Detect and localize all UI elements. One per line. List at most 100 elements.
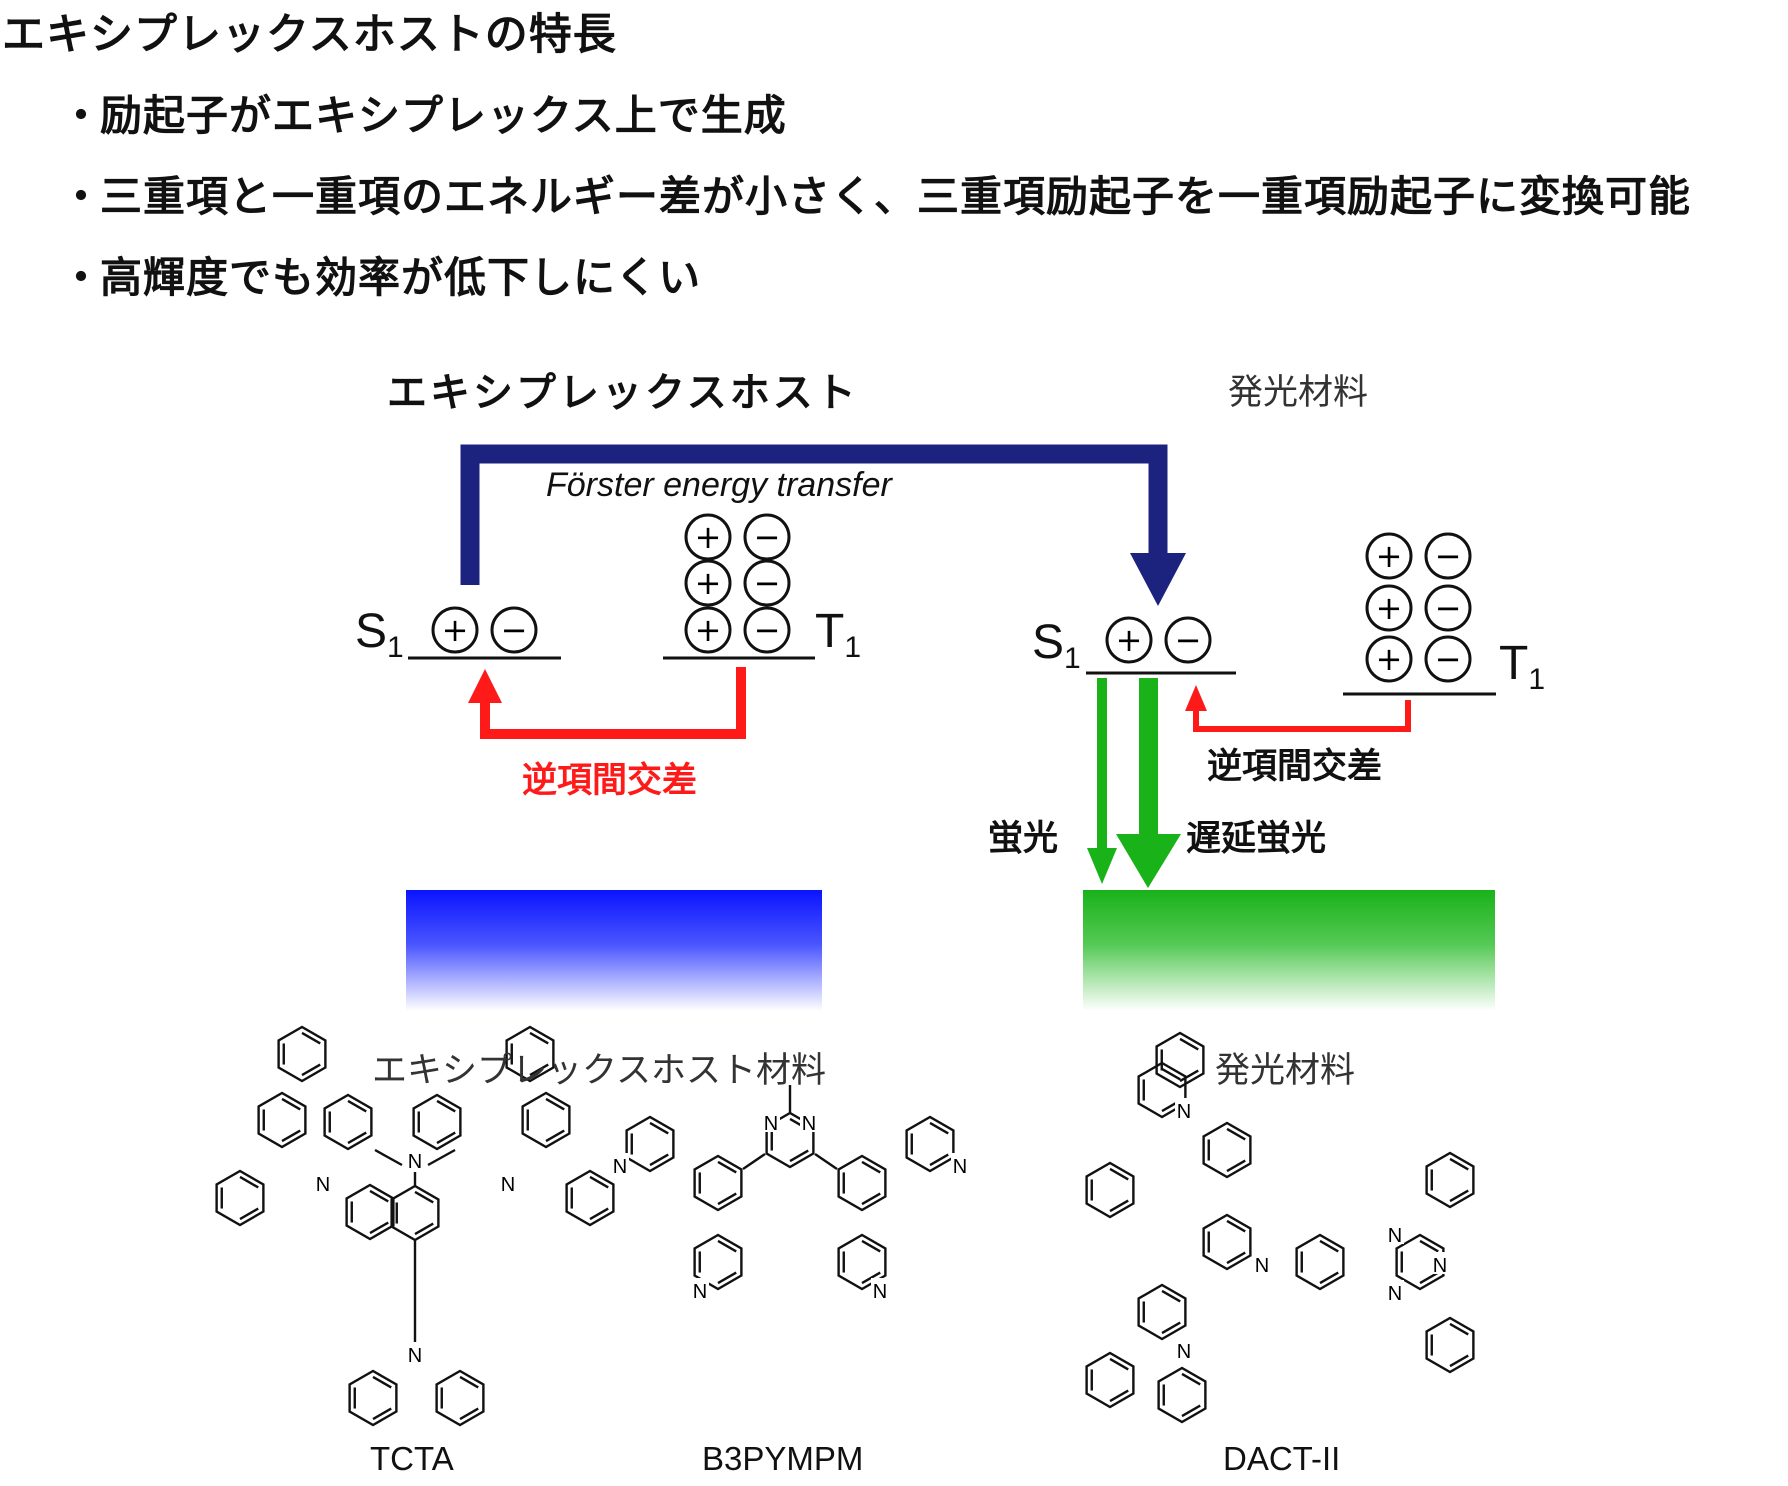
double-bond: [861, 1160, 881, 1174]
forster-label: Förster energy transfer: [546, 466, 892, 504]
atom-label-background: [1386, 1222, 1404, 1244]
dact-diphenylamine-1c: [1155, 1031, 1205, 1089]
atom-label-background: [1386, 1280, 1404, 1302]
double-bond: [589, 1207, 609, 1221]
plus-sign: +: [1376, 537, 1403, 575]
single-bond: [427, 1148, 456, 1167]
host-t1-electron-circle: [743, 513, 791, 561]
double-bond: [301, 1031, 321, 1045]
double-bond: [1226, 1219, 1246, 1233]
host-risc-arrow: [468, 667, 746, 739]
double-bond: [347, 1131, 367, 1145]
tcta-center-phenyl: [390, 1184, 440, 1242]
tcta-left-phenyl: [323, 1093, 373, 1151]
plus-sign: +: [1376, 640, 1403, 678]
host-emission-band: [406, 890, 822, 1011]
level-subscript: 1: [387, 631, 404, 664]
compound-name-tcta: TCTA: [370, 1440, 454, 1477]
dact-phenyl-linker: [1295, 1233, 1345, 1291]
compound-name-b3pympm: B3PYMPM: [702, 1440, 864, 1477]
fluorescence-label: 蛍光: [988, 819, 1059, 859]
double-bond: [1226, 1251, 1246, 1265]
double-bond: [369, 1221, 389, 1235]
double-bond: [1226, 1159, 1246, 1173]
double-bond: [1449, 1354, 1469, 1368]
host-t1-electron-circle: [743, 606, 791, 654]
double-bond: [239, 1175, 259, 1189]
tcta-carbazole-bottom-ring-b: [435, 1369, 485, 1427]
emitter-t1-hole-circle: [1365, 532, 1413, 580]
double-bond: [929, 1153, 949, 1167]
atom-label-background: [1175, 1338, 1193, 1360]
page-title: エキシプレックスホストの特長: [2, 10, 617, 60]
host-t1-hole-circle: [684, 606, 732, 654]
double-bond: [717, 1271, 737, 1285]
dact-diphenylamine-2a: [1137, 1283, 1187, 1341]
dact-diphenylamine-1b: [1085, 1161, 1135, 1219]
double-bond: [545, 1097, 565, 1111]
bullet-marker: ・: [60, 253, 104, 302]
double-bond: [861, 1192, 881, 1206]
double-bond: [1319, 1271, 1339, 1285]
double-bond: [281, 1129, 301, 1143]
atom-label-background: [499, 1171, 517, 1193]
emitter-t1-hole-circle: [1365, 635, 1413, 683]
nitrogen-atom-label: N: [764, 1113, 778, 1135]
emitter-s1-label: S1: [1032, 615, 1081, 676]
double-bond: [1161, 1289, 1181, 1303]
minus-sign: −: [1175, 621, 1202, 659]
atom-label-background: [871, 1278, 889, 1300]
level-letter: S: [1032, 616, 1065, 669]
compound-name-dact-ii: DACT-II: [1223, 1440, 1341, 1477]
delayed-fluorescence-arrow: [1116, 678, 1181, 888]
host-t1-electron-circle: [743, 559, 791, 607]
dact-phenyl-bottom: [1425, 1316, 1475, 1374]
emitter-risc-label: 逆項間交差: [1207, 747, 1383, 787]
emitter-s1-electron-circle: [1164, 616, 1212, 664]
double-bond: [1179, 1037, 1199, 1051]
nitrogen-atom-label: N: [316, 1174, 330, 1196]
double-bond: [1319, 1239, 1339, 1253]
double-bond: [1181, 1404, 1201, 1418]
atom-label-background: [406, 1342, 424, 1364]
nitrogen-atom-label: N: [613, 1156, 627, 1178]
double-bond: [369, 1189, 389, 1203]
nitrogen-atom-label: N: [1433, 1255, 1447, 1277]
emitter-t1-electron-circle: [1424, 584, 1472, 632]
bullet-text-3: 高輝度でも効率が低下しにくい: [100, 253, 702, 302]
double-bond: [649, 1153, 669, 1167]
nitrogen-atom-label: N: [1255, 1255, 1269, 1277]
host-risc-label: 逆項間交差: [522, 761, 698, 801]
double-bond: [459, 1407, 479, 1421]
dact-triazine: [1395, 1233, 1445, 1291]
double-bond: [1109, 1389, 1129, 1403]
host-t1-label: T1: [815, 604, 861, 665]
atom-label-background: [1175, 1098, 1193, 1120]
host-title: エキシプレックスホスト: [387, 370, 859, 416]
single-bond: [374, 1148, 403, 1167]
double-bond: [589, 1175, 609, 1189]
emitter-s1-hole-circle: [1105, 616, 1153, 664]
double-bond: [1109, 1167, 1129, 1181]
nitrogen-atom-label: N: [501, 1174, 515, 1196]
double-bond: [861, 1271, 881, 1285]
double-bond: [529, 1031, 549, 1045]
minus-sign: −: [501, 611, 528, 649]
atom-label-background: [1431, 1252, 1449, 1274]
nitrogen-atom-label: N: [873, 1281, 887, 1303]
level-subscript: 1: [1064, 642, 1081, 675]
double-bond: [436, 1099, 456, 1113]
plus-sign: +: [695, 564, 722, 602]
atom-label-background: [800, 1110, 818, 1132]
level-letter: S: [355, 605, 388, 658]
minus-sign: −: [1435, 640, 1462, 678]
bullet-text-2: 三重項と一重項のエネルギー差が小さく、三重項励起子を一重項励起子に変換可能: [100, 172, 1692, 221]
double-bond: [372, 1375, 392, 1389]
double-bond: [789, 1149, 809, 1163]
emitter-t1-electron-circle: [1424, 635, 1472, 683]
double-bond: [372, 1407, 392, 1421]
emitter-t1-label: T1: [1499, 636, 1545, 697]
tcta-carbazole-bottom-ring-a: [348, 1369, 398, 1427]
dact-carbazole-ring-b: [1202, 1213, 1252, 1271]
double-bond: [1161, 1321, 1181, 1335]
